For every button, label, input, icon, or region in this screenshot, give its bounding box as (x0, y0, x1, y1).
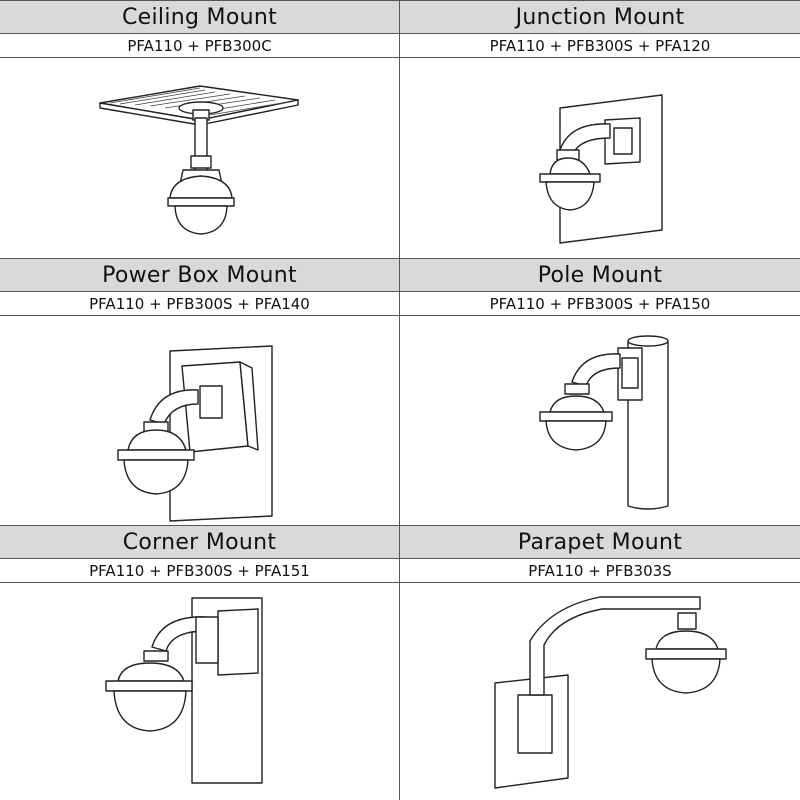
mount-title: Parapet Mount (400, 525, 800, 559)
junction-mount-drawing-icon (400, 58, 800, 258)
mount-code: PFA110 + PFB300C (0, 34, 399, 58)
mount-cell-corner: Corner Mount PFA110 + PFB300S + PFA151 (0, 525, 399, 800)
pole-mount-drawing-icon (400, 316, 800, 525)
ceiling-mount-drawing-icon (0, 58, 399, 258)
mount-cell-parapet: Parapet Mount PFA110 + PFB303S (400, 525, 800, 800)
mount-code: PFA110 + PFB300S + PFA151 (0, 559, 399, 583)
mount-code: PFA110 + PFB300S + PFA150 (400, 292, 800, 316)
mount-title: Power Box Mount (0, 258, 399, 292)
mount-code: PFA110 + PFB300S + PFA120 (400, 34, 800, 58)
parapet-mount-drawing-icon (400, 583, 800, 800)
corner-mount-drawing-icon (0, 583, 399, 800)
mount-title: Corner Mount (0, 525, 399, 559)
column-divider (399, 0, 400, 800)
power-box-mount-drawing-icon (0, 316, 399, 525)
mount-title: Junction Mount (400, 0, 800, 34)
mount-cell-junction: Junction Mount PFA110 + PFB300S + PFA120 (400, 0, 800, 258)
mount-title: Ceiling Mount (0, 0, 399, 34)
mount-title: Pole Mount (400, 258, 800, 292)
mount-cell-power-box: Power Box Mount PFA110 + PFB300S + PFA14… (0, 258, 399, 525)
mount-code: PFA110 + PFB303S (400, 559, 800, 583)
mount-code: PFA110 + PFB300S + PFA140 (0, 292, 399, 316)
mount-cell-ceiling: Ceiling Mount PFA110 + PFB300C (0, 0, 399, 258)
mount-cell-pole: Pole Mount PFA110 + PFB300S + PFA150 (400, 258, 800, 525)
